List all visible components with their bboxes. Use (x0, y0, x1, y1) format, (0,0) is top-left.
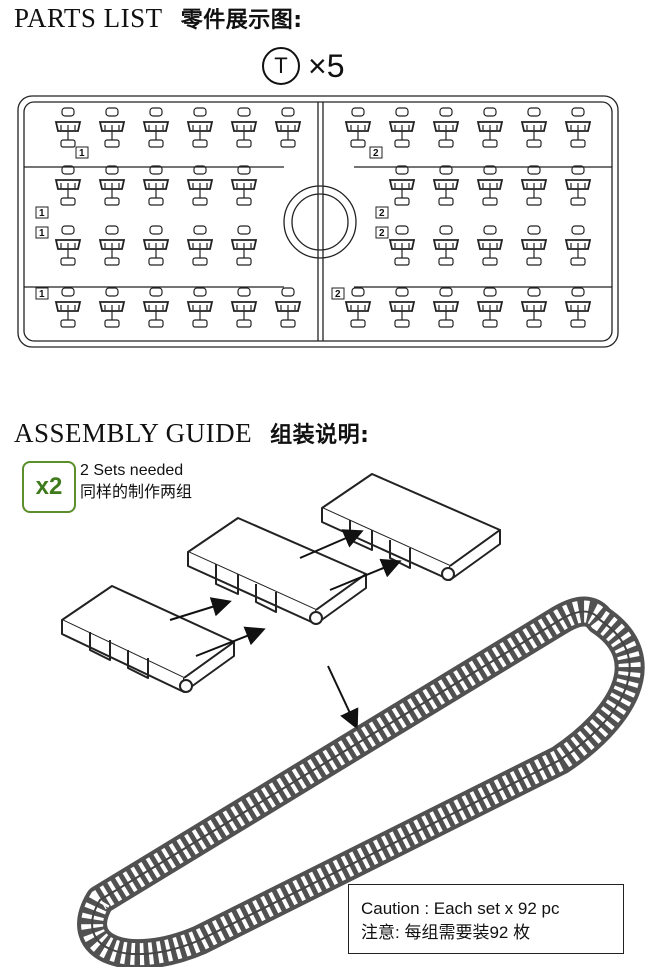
sprue-gate-number: 2 (373, 148, 379, 159)
sprue-outer-frame (17, 95, 619, 348)
sprue-track-link (230, 107, 258, 148)
sprue-gate-box (331, 287, 345, 300)
sets-note: 2 Sets needed 同样的制作两组 (80, 460, 192, 504)
sprue-quantity: T ×5 (262, 46, 344, 86)
sets-note-en: 2 Sets needed (80, 462, 184, 479)
sprue-code-letter: T (274, 53, 288, 78)
assembly-arrows (169, 529, 402, 730)
sprue-track-link (388, 165, 416, 206)
sets-note-cn: 同样的制作两组 (80, 484, 193, 501)
assembly-guide-title-cn: 组装说明: (270, 423, 370, 448)
sprue-track-link (432, 225, 460, 266)
sprue-gate-box (35, 226, 49, 239)
sprue-gate-box (35, 287, 49, 300)
sprue-track-link (388, 225, 416, 266)
sprue-gate-number: 2 (379, 208, 385, 219)
caution-box: Caution : Each set x 92 pc 注意: 每组需要装92 枚 (348, 884, 624, 954)
caution-text-cn: 注意: 每组需要装92 枚 (361, 923, 531, 942)
sprue-track-link (186, 287, 214, 328)
parts-list-title-cn: 零件展示图: (180, 8, 303, 33)
sprue-track-link (344, 287, 372, 328)
sprue-gate-number: 1 (39, 228, 45, 239)
sprue-track-link (388, 287, 416, 328)
sprue-gate-number: 1 (79, 148, 85, 159)
sprue-track-link (520, 225, 548, 266)
sprue-track-link (388, 107, 416, 148)
sprue-gate-box (75, 146, 89, 159)
caution-text-en: Caution : Each set x 92 pc (361, 899, 560, 918)
sprue-diagram: 1 2 1 2 1 2 1 2 (17, 95, 619, 348)
sprue-track-link (54, 107, 82, 148)
assembly-guide-heading: ASSEMBLY GUIDE 组装说明: (14, 417, 369, 449)
sprue-track-link (274, 287, 302, 328)
sprue-gate-box (375, 226, 389, 239)
track-link-segment-right (321, 473, 501, 581)
assembly-diagram (61, 473, 645, 967)
sprue-track-link (344, 107, 372, 148)
sprue-track-link (142, 107, 170, 148)
sets-badge-label: x2 (35, 473, 63, 500)
sprue-track-link (186, 165, 214, 206)
sprue-track-link (230, 225, 258, 266)
track-link-segment-middle (187, 517, 367, 625)
sprue-track-link (98, 287, 126, 328)
sprue-track-link (54, 165, 82, 206)
sprue-track-link (142, 287, 170, 328)
sprue-track-link (142, 225, 170, 266)
sprue-track-link (476, 225, 504, 266)
arrow-left-to-middle-upper (169, 597, 232, 621)
sprue-track-link (98, 225, 126, 266)
arrow-middle-to-right-upper (299, 529, 364, 559)
sprue-track-link (520, 165, 548, 206)
sprue-track-link (230, 287, 258, 328)
sprue-track-link (432, 107, 460, 148)
sprue-gate-box (369, 146, 383, 159)
track-link-segment-left (61, 585, 235, 693)
sprue-gate-number: 1 (39, 289, 45, 300)
sprue-track-link (520, 107, 548, 148)
sets-badge: x2 (22, 461, 76, 513)
sprue-track-link (432, 165, 460, 206)
sprue-track-link (476, 107, 504, 148)
arrow-left-to-middle-lower (195, 626, 266, 657)
sprue-gate-box (375, 206, 389, 219)
sprue-center-ring (283, 185, 357, 259)
sprue-track-link (476, 165, 504, 206)
parts-list-heading: PARTS LIST 零件展示图: (14, 2, 303, 34)
sprue-gate-number: 2 (379, 228, 385, 239)
sprue-track-link (476, 287, 504, 328)
arrow-to-track (327, 665, 359, 730)
sprue-track-link (564, 107, 592, 148)
sprue-gate-box (35, 206, 49, 219)
sprue-track-link (432, 287, 460, 328)
sprue-track-link (564, 225, 592, 266)
sprue-track-link (564, 287, 592, 328)
sprue-track-link (142, 165, 170, 206)
parts-list-title: PARTS LIST (14, 3, 163, 33)
sprue-track-link (186, 225, 214, 266)
sprue-track-link (54, 225, 82, 266)
sprue-track-link (98, 107, 126, 148)
sprue-track-link (54, 287, 82, 328)
sprue-track-link (520, 287, 548, 328)
sprue-center-ring (291, 193, 349, 251)
sprue-track-link (98, 165, 126, 206)
sprue-track-link (274, 107, 302, 148)
track-loop-center-line (91, 610, 631, 956)
sprue-track-link (230, 165, 258, 206)
sprue-gate-number: 2 (335, 289, 341, 300)
sprue-track-link (186, 107, 214, 148)
sprue-track-link (564, 165, 592, 206)
assembly-guide-title: ASSEMBLY GUIDE (14, 418, 253, 448)
sprue-quantity-text: ×5 (308, 47, 345, 84)
sprue-gate-number: 1 (39, 208, 45, 219)
sprue-code-circle: T (262, 47, 300, 85)
arrow-middle-to-right-lower (329, 558, 402, 591)
